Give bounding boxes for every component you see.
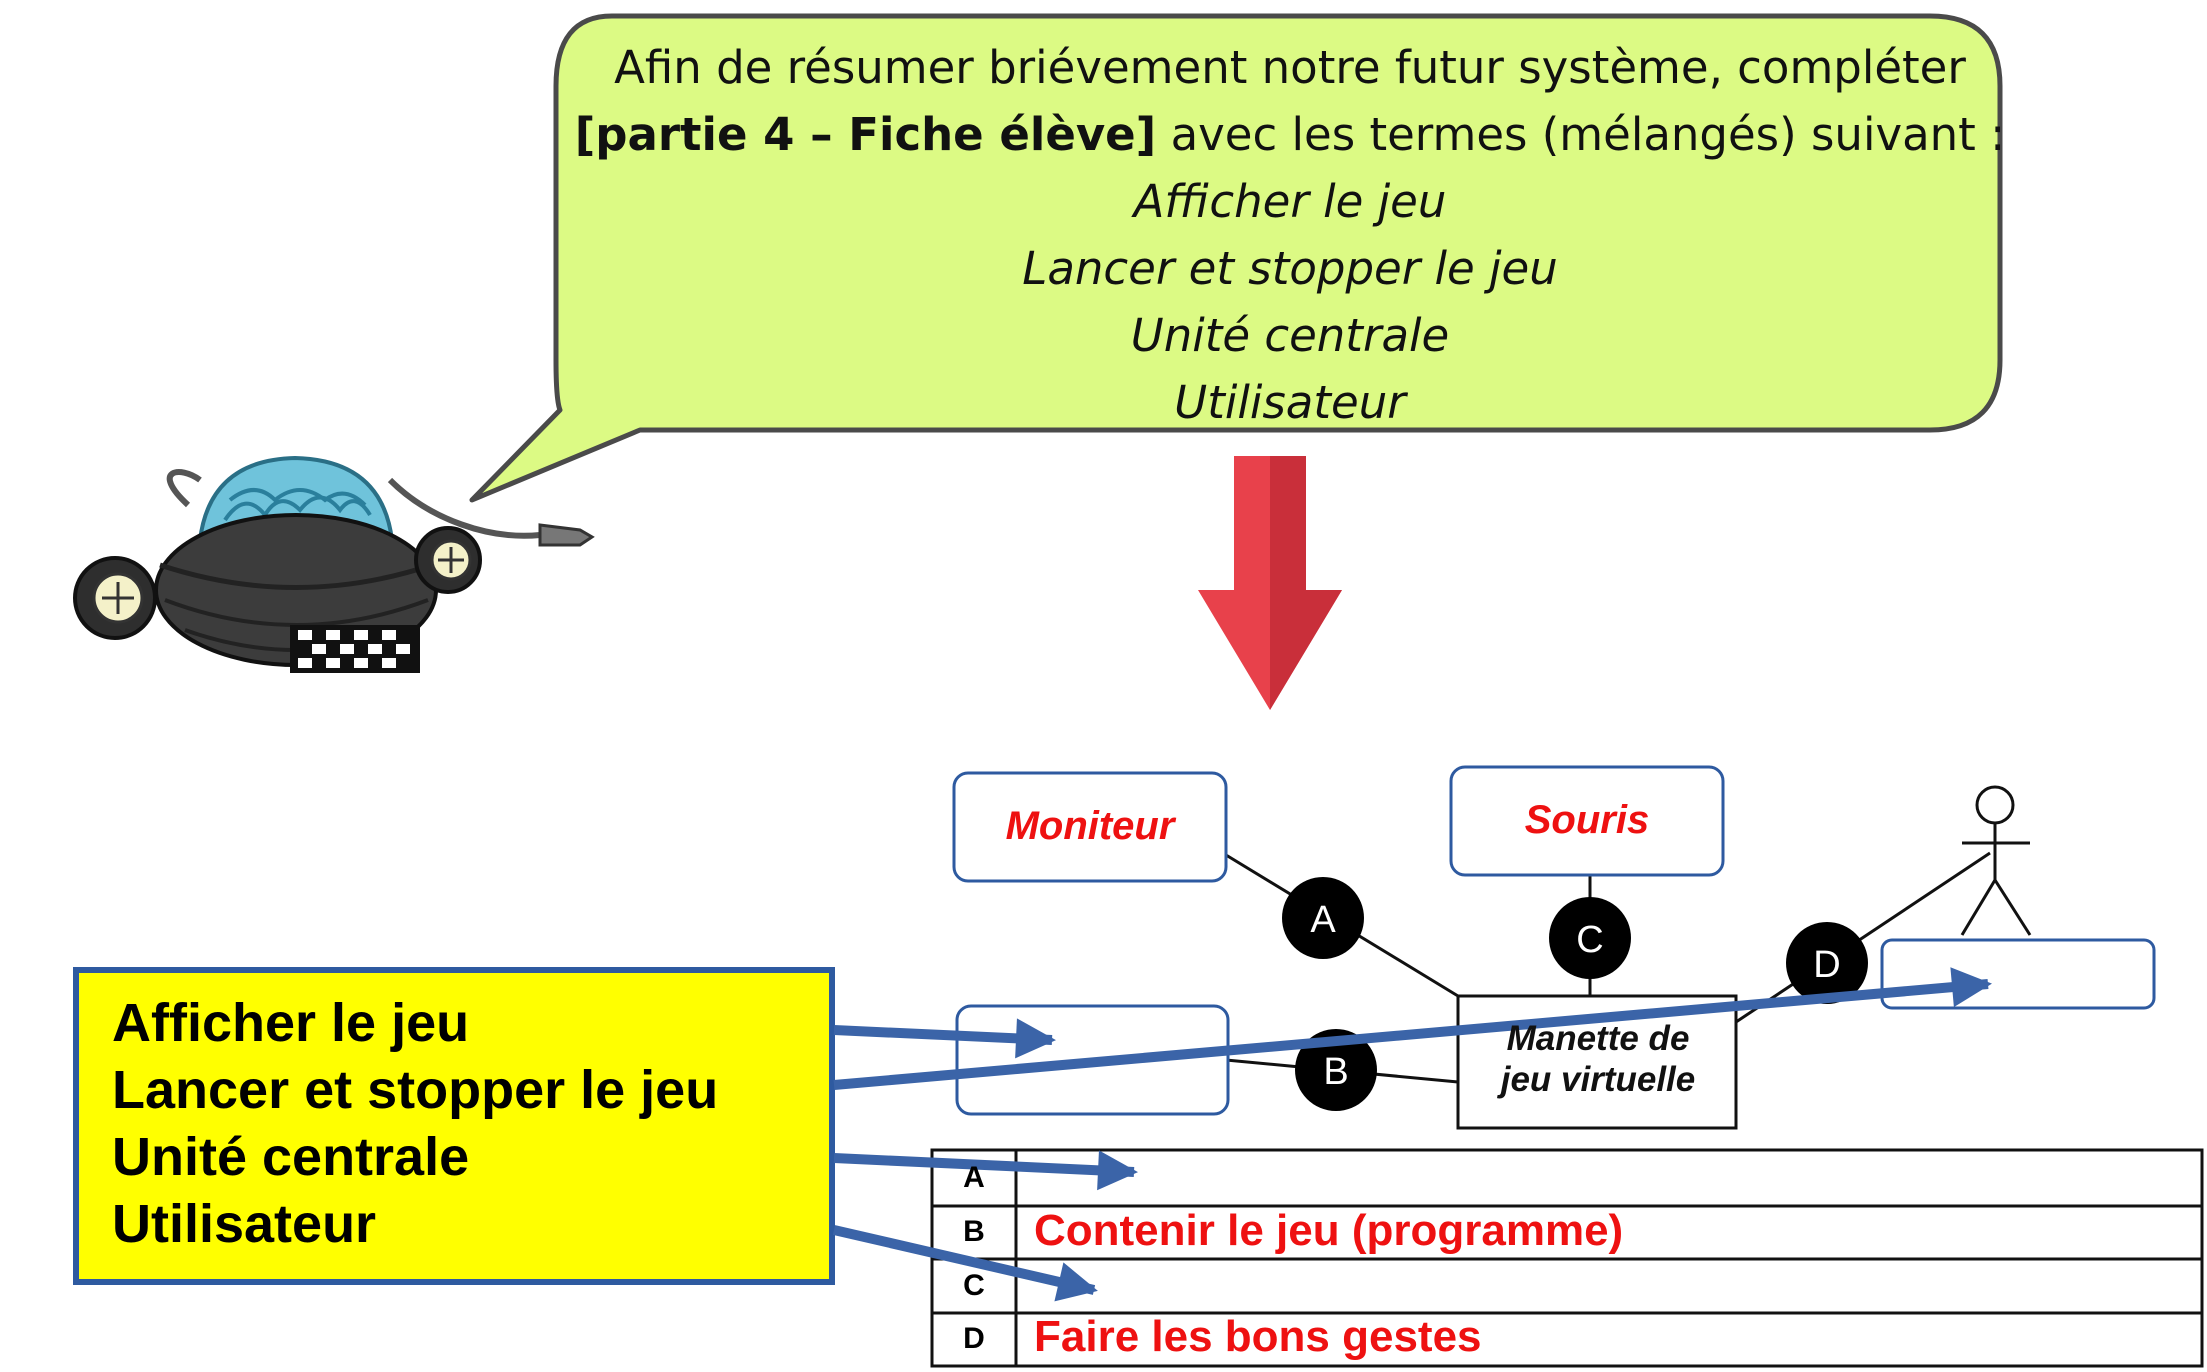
robot-cable	[166, 469, 202, 508]
link-letter-c: C	[1576, 919, 1603, 961]
robot-checker-panel	[290, 625, 420, 673]
term-item: Lancer et stopper le jeu	[112, 1060, 719, 1120]
robot-illustration	[73, 455, 595, 673]
link-letter-b: B	[1323, 1051, 1348, 1093]
down-arrow	[1198, 456, 1342, 710]
link-circle-d: D	[1786, 922, 1868, 1004]
answer-table	[930, 1148, 2204, 1368]
bubble-term-1: Afficher le jeu	[1133, 175, 1447, 228]
link-circle-a: A	[1282, 877, 1364, 959]
node-moniteur-label: Moniteur	[1005, 804, 1175, 848]
node-souris	[1449, 765, 1725, 877]
link-letter-d: D	[1813, 944, 1840, 986]
manette-line-2: jeu virtuelle	[1500, 1060, 1696, 1099]
link-circle-c: C	[1549, 897, 1631, 979]
robot-plug	[538, 523, 595, 547]
node-utilisateur-blank[interactable]	[1880, 938, 2156, 1010]
link-circle-b: B	[1295, 1029, 1377, 1111]
table-row-letter-c: C	[963, 1269, 985, 1302]
term-item: Afficher le jeu	[112, 993, 470, 1053]
term-item: Unité centrale	[112, 1127, 470, 1187]
bubble-line-2-bold: [partie 4 – Fiche élève]	[574, 108, 1157, 161]
link-letter-a: A	[1310, 899, 1336, 941]
terms-box	[73, 967, 835, 1285]
bubble-line-1: Afin de résumer briévement notre futur s…	[614, 41, 1966, 94]
manette-line-1: Manette de	[1506, 1019, 1690, 1058]
table-row-letter-a: A	[963, 1161, 985, 1194]
bubble-term-3: Unité centrale	[1130, 309, 1450, 362]
table-row-letter-d: D	[963, 1322, 985, 1355]
hint-arrows	[832, 967, 1992, 1302]
bubble-text: Afin de résumer briévement notre futur s…	[560, 34, 2020, 436]
node-souris-label: Souris	[1524, 798, 1650, 842]
bubble-line-2: [partie 4 – Fiche élève] avec les termes…	[560, 101, 2020, 168]
hint-arrow-lancer	[832, 1225, 1098, 1302]
node-manette-label: Manette de jeu virtuelle	[1458, 1018, 1738, 1100]
terms-list: Afficher le jeu Lancer et stopper le jeu…	[112, 990, 718, 1258]
table-row-letter-b: B	[963, 1215, 985, 1248]
hint-arrow-unite-centrale	[833, 1018, 1056, 1059]
bubble-line-2-rest: avec les termes (mélangés) suivant :	[1156, 108, 2006, 161]
term-item: Utilisateur	[112, 1194, 377, 1254]
node-moniteur	[952, 771, 1228, 883]
speech-bubble	[469, 13, 2003, 503]
bubble-term-4: Utilisateur	[1174, 376, 1406, 429]
table-row-answer-d: Faire les bons gestes	[1034, 1312, 1482, 1361]
hint-arrow-afficher	[833, 1150, 1138, 1191]
user-actor-icon	[1960, 785, 2032, 936]
hint-arrow-utilisateur	[833, 967, 1992, 1090]
robot-cable	[387, 477, 541, 539]
table-row-answer-b: Contenir le jeu (programme)	[1034, 1206, 1624, 1255]
bubble-term-2: Lancer et stopper le jeu	[1022, 242, 1558, 295]
